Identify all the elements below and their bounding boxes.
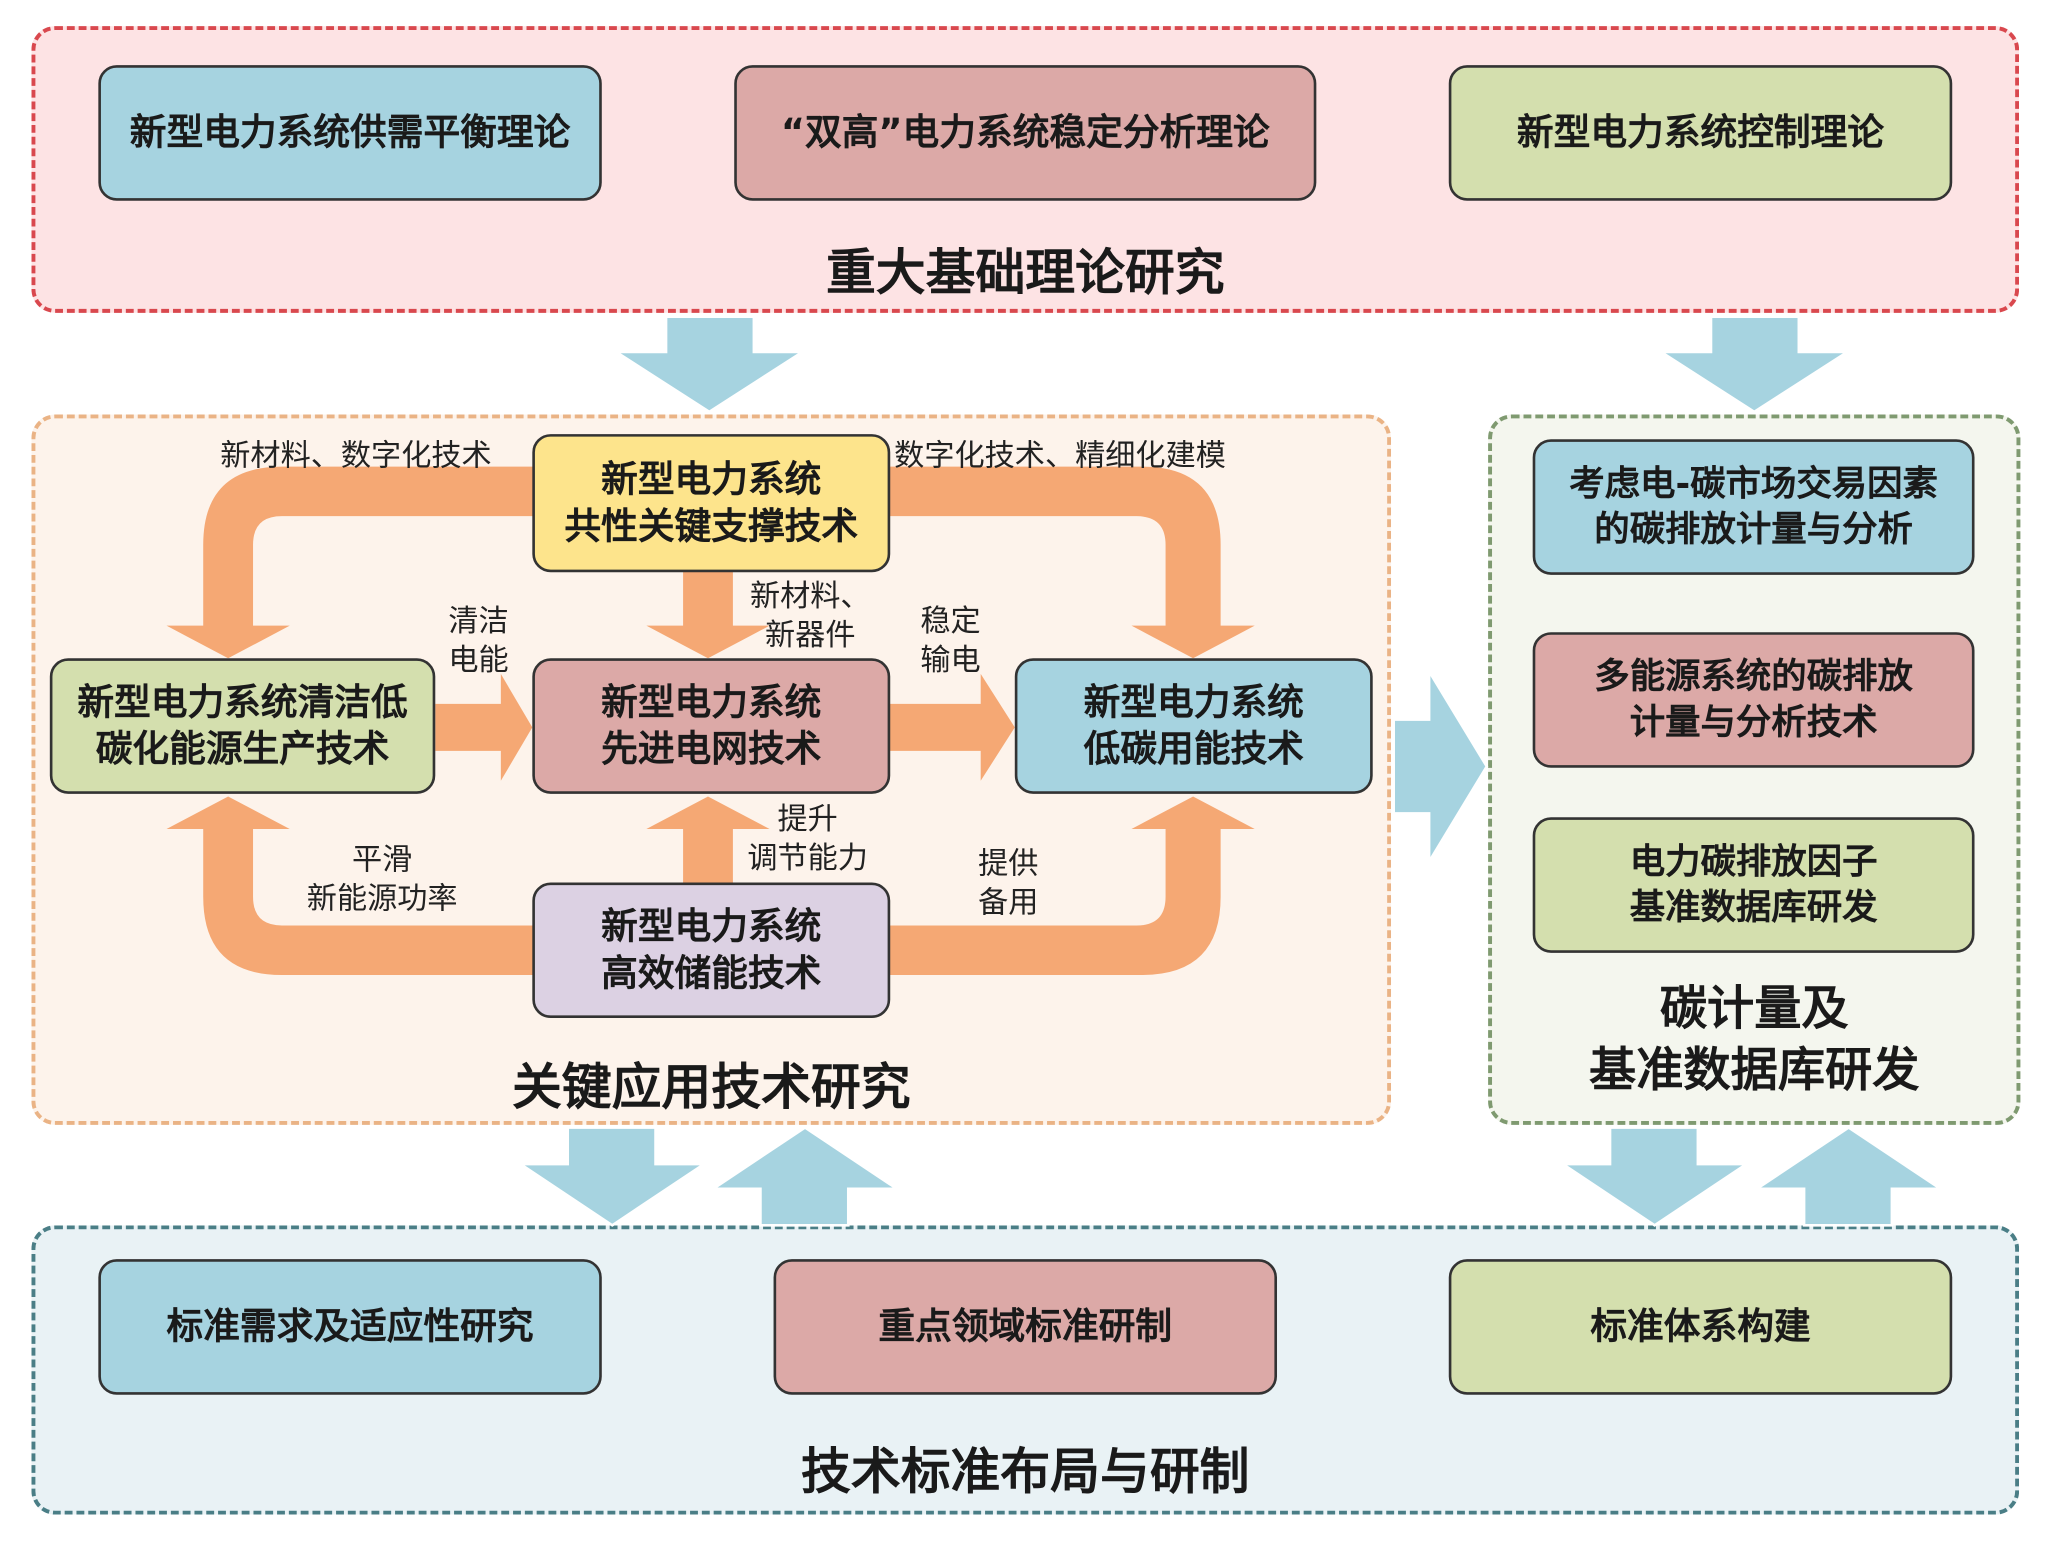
label-provide-backup-line2: 备用 [978, 886, 1039, 921]
carbon-box-database-line1: 电力碳排放因子 [1629, 841, 1878, 883]
label-stable-transmission: 稳定 输电 [920, 602, 980, 681]
grid-tech-line1: 新型电力系统 [601, 679, 822, 723]
theory-box-control: 新型电力系统控制理论 [1448, 65, 1953, 201]
arrow-clean-to-grid [435, 673, 533, 781]
theory-box-balance: 新型电力系统供需平衡理论 [98, 65, 602, 201]
carbon-box-multienergy-line1: 多能源系统的碳排放 [1594, 656, 1913, 698]
label-smooth-power-line1: 平滑 [352, 843, 413, 878]
label-provide-backup-line1: 提供 [978, 847, 1039, 882]
arrow-key-to-carbon [1392, 666, 1489, 867]
carbon-title-line2: 基准数据库研发 [1589, 1043, 1920, 1098]
grid-tech-box: 新型电力系统 先进电网技术 [532, 658, 891, 794]
clean-energy-line2: 碳化能源生产技术 [95, 727, 390, 771]
arrow-standard-to-key [708, 1125, 902, 1227]
label-new-material-line1: 新材料、 [749, 580, 871, 614]
standard-box-system: 标准体系构建 [1448, 1259, 1953, 1395]
common-tech-line1: 新型电力系统 [601, 457, 822, 501]
storage-tech-line1: 新型电力系统 [601, 904, 822, 948]
blue-link-arrows [516, 315, 1945, 1227]
label-top-left: 新材料、数字化技术 [220, 439, 492, 474]
label-provide-backup: 提供 备用 [978, 845, 1038, 924]
clean-energy-line1: 新型电力系统清洁低 [77, 679, 408, 723]
theory-box-balance-label: 新型电力系统供需平衡理论 [129, 110, 571, 154]
label-clean-power: 清洁 电能 [448, 602, 508, 681]
storage-tech-box: 新型电力系统 高效储能技术 [532, 882, 891, 1019]
common-tech-line2: 共性关键支撑技术 [564, 504, 859, 548]
label-clean-power-line1: 清洁 [448, 604, 509, 639]
label-top-right: 数字化技术、精细化建模 [894, 439, 1226, 474]
arrow-key-to-standard [516, 1126, 709, 1227]
carbon-title-line1: 碳计量及 [1659, 982, 1849, 1037]
theory-box-stability-label: “双高”电力系统稳定分析理论 [780, 110, 1270, 154]
label-improve-regulation-line1: 提升 [777, 802, 838, 837]
label-stable-transmission-line1: 稳定 [920, 604, 981, 639]
common-tech-box: 新型电力系统 共性关键支撑技术 [532, 434, 891, 573]
arrow-theory-to-key [611, 315, 807, 414]
standard-box-key-field-label: 重点领域标准研制 [878, 1304, 1173, 1348]
arrow-theory-to-carbon [1656, 315, 1852, 414]
arrow-storage-to-grid [646, 796, 770, 884]
label-new-material-line2: 新器件 [765, 619, 856, 654]
theory-box-stability: “双高”电力系统稳定分析理论 [734, 65, 1317, 201]
theory-box-control-label: 新型电力系统控制理论 [1516, 110, 1885, 154]
label-smooth-power-line2: 新能源功率 [306, 882, 458, 917]
arrow-storage-to-lowcarbon [888, 796, 1255, 976]
label-new-material: 新材料、 新器件 [750, 577, 871, 656]
label-smooth-power: 平滑 新能源功率 [307, 841, 458, 920]
arrow-storage-to-clean [166, 796, 535, 976]
standard-box-system-label: 标准体系构建 [1590, 1304, 1811, 1348]
label-stable-transmission-line2: 输电 [920, 644, 981, 679]
carbon-box-market-line1: 考虑电-碳市场交易因素 [1569, 463, 1938, 505]
grid-tech-line2: 先进电网技术 [601, 727, 822, 771]
standard-box-demand-label: 标准需求及适应性研究 [166, 1304, 534, 1348]
carbon-box-database-line2: 基准数据库研发 [1629, 887, 1878, 929]
label-clean-power-line2: 电能 [448, 644, 509, 679]
arrow-common-to-clean [166, 466, 535, 659]
lowcarbon-tech-box: 新型电力系统 低碳用能技术 [1014, 658, 1373, 794]
lowcarbon-tech-line1: 新型电力系统 [1083, 679, 1304, 723]
standard-title: 技术标准布局与研制 [801, 1442, 1250, 1501]
key-tech-title: 关键应用技术研究 [511, 1058, 911, 1116]
orange-flow-arrows [166, 466, 1255, 976]
label-improve-regulation-line2: 调节能力 [747, 842, 868, 877]
clean-energy-box: 新型电力系统清洁低 碳化能源生产技术 [49, 658, 436, 794]
lowcarbon-tech-line2: 低碳用能技术 [1083, 727, 1304, 771]
arrow-common-to-grid [646, 570, 770, 659]
standard-box-key-field: 重点领域标准研制 [773, 1259, 1278, 1395]
theory-title: 重大基础理论研究 [825, 243, 1225, 302]
carbon-box-market: 考虑电-碳市场交易因素 的碳排放计量与分析 [1532, 439, 1975, 575]
carbon-box-market-line2: 的碳排放计量与分析 [1594, 509, 1913, 551]
arrow-common-to-lowcarbon [888, 466, 1255, 659]
arrow-carbon-to-standard [1558, 1126, 1751, 1227]
storage-tech-line2: 高效储能技术 [601, 951, 822, 995]
carbon-title: 碳计量及 基准数据库研发 [1488, 980, 2020, 1102]
label-improve-regulation: 提升 调节能力 [747, 800, 868, 879]
carbon-box-multienergy-line2: 计量与分析技术 [1629, 702, 1878, 743]
standard-box-demand: 标准需求及适应性研究 [98, 1259, 602, 1395]
arrow-grid-to-lowcarbon [888, 673, 1015, 781]
arrow-standard-to-carbon [1752, 1125, 1945, 1227]
carbon-box-multienergy: 多能源系统的碳排放 计量与分析技术 [1532, 632, 1975, 768]
carbon-box-database: 电力碳排放因子 基准数据库研发 [1532, 817, 1975, 953]
